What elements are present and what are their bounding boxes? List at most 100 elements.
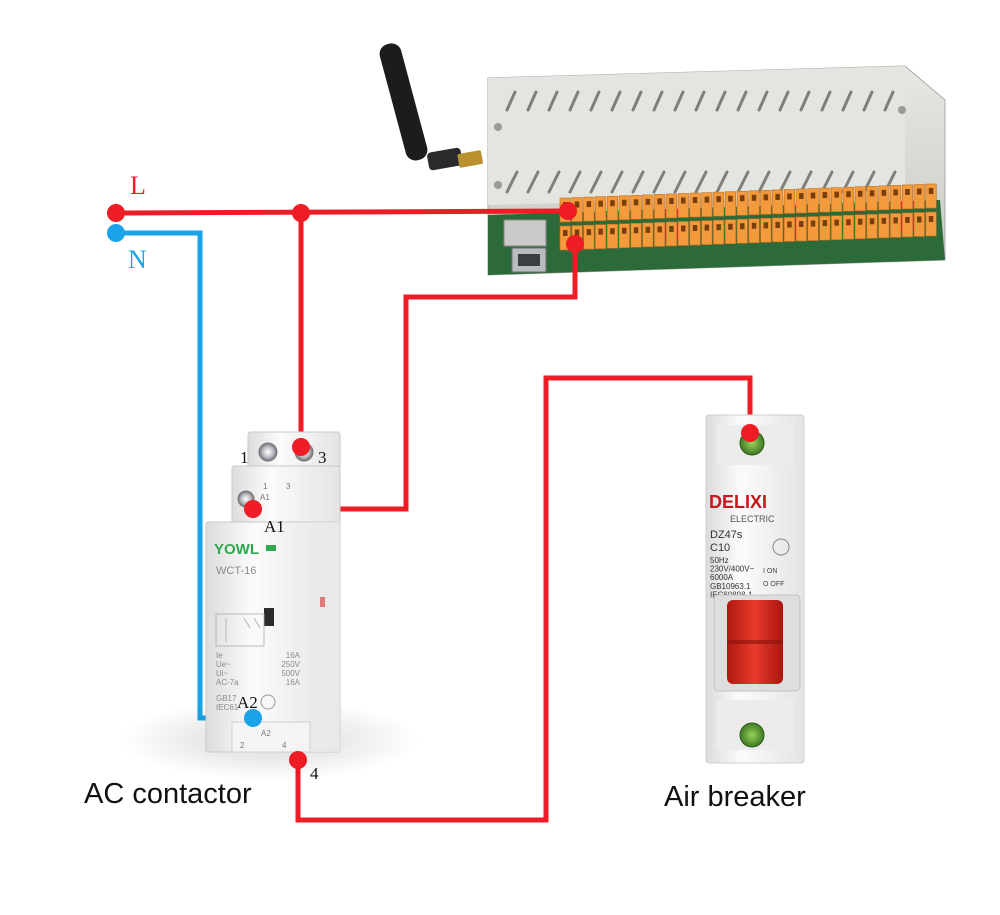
terminal-slot xyxy=(633,199,639,206)
terminal-slot xyxy=(869,218,875,225)
vent-slot xyxy=(715,90,727,112)
terminal-slot xyxy=(669,197,674,204)
terminal-slot xyxy=(716,224,721,231)
vent-slot xyxy=(652,90,664,112)
mark-bottom-4: 4 xyxy=(282,741,287,750)
relay-terminal xyxy=(595,196,607,221)
standard-iec: IEC61 xyxy=(216,703,239,712)
connection-dots xyxy=(107,202,759,769)
terminal-slot xyxy=(881,217,887,224)
vent-slot xyxy=(694,90,706,112)
vent-slot xyxy=(778,90,790,112)
relay-terminal xyxy=(689,192,701,218)
vent-slot xyxy=(610,170,624,194)
label-neutral: N xyxy=(128,245,147,274)
terminal-slot xyxy=(917,216,922,223)
vent-slot xyxy=(883,90,895,112)
load-wire-to-breaker xyxy=(295,375,753,823)
relay-terminal xyxy=(925,211,937,237)
label-a1: A1 xyxy=(264,517,285,536)
indicator-window xyxy=(264,608,274,626)
vent-slot xyxy=(568,170,582,194)
terminal-slot xyxy=(692,225,698,232)
terminal-slot xyxy=(728,195,733,202)
terminal-slot xyxy=(822,220,828,227)
relay-terminal xyxy=(583,196,595,222)
vent-slot xyxy=(631,170,645,194)
terminal-slot xyxy=(586,201,592,208)
relay-terminal xyxy=(701,220,713,245)
ccc-mark-icon xyxy=(260,694,276,710)
relay-terminal xyxy=(772,189,784,215)
relay-terminal xyxy=(795,188,807,214)
terminal-slot xyxy=(858,218,863,225)
relay-terminal xyxy=(913,212,925,237)
terminal-slot xyxy=(645,198,651,205)
terminal-slot xyxy=(622,227,627,234)
terminal-slot xyxy=(645,226,651,233)
mark-top-3: 3 xyxy=(286,482,291,491)
terminal-slot xyxy=(869,190,875,197)
relay-terminal xyxy=(760,218,772,243)
relay-terminal xyxy=(606,195,619,221)
spec-key: Ue~ xyxy=(216,660,231,669)
terminal-slot xyxy=(716,196,721,203)
terminal-slot xyxy=(610,228,615,235)
vent-slot xyxy=(505,90,517,112)
breaker-input-dot xyxy=(741,424,759,442)
vent-slot xyxy=(757,90,769,112)
vent-slot xyxy=(820,90,832,112)
label-a2: A2 xyxy=(237,693,258,712)
spec-value: 16A xyxy=(286,651,301,660)
relay-terminal xyxy=(783,189,796,214)
controller-relay-dot xyxy=(566,235,584,253)
relay-terminal xyxy=(807,188,819,213)
breaker-spec-line: GB10963.1 xyxy=(710,582,751,591)
vent-slot xyxy=(610,90,622,112)
neutral-terminal-dot xyxy=(107,224,125,242)
breaker-spec-line: 50Hz xyxy=(710,556,729,565)
vent-slot xyxy=(862,90,874,112)
terminal-slot xyxy=(740,223,745,230)
label-live: L xyxy=(130,171,146,200)
mark-a1: A1 xyxy=(260,493,270,502)
relay-terminal xyxy=(842,186,855,212)
terminal-slot xyxy=(928,188,934,195)
spec-value: 16A xyxy=(286,678,301,687)
vent-slot xyxy=(715,170,729,194)
ccc-mark-icon xyxy=(772,538,790,556)
relay-terminal xyxy=(901,212,914,238)
terminal-slot xyxy=(917,188,922,195)
terminal-slot xyxy=(834,219,839,226)
terminal-slot xyxy=(858,190,863,197)
relay-terminal xyxy=(606,223,619,249)
spec-key: Ie xyxy=(216,651,223,660)
relay-terminal xyxy=(878,213,890,239)
relay-terminal xyxy=(713,191,725,217)
relay-terminal xyxy=(724,219,737,244)
relay-terminal xyxy=(595,224,607,249)
vent-slot xyxy=(694,170,708,194)
relay-terminal xyxy=(760,190,772,215)
vent-slot xyxy=(778,170,792,194)
breaker-rating: C10 xyxy=(710,542,730,554)
relay-output-wire-to-a1 xyxy=(253,244,578,512)
relay-terminal xyxy=(772,217,784,243)
relay-terminal xyxy=(890,213,902,238)
label-air-breaker: Air breaker xyxy=(664,781,806,813)
terminal-slot xyxy=(622,199,627,206)
air-breaker: DELIXI ELECTRIC DZ47s C10 50Hz230V/400V~… xyxy=(705,414,805,764)
vent-slot xyxy=(589,170,603,194)
relay-terminal xyxy=(724,191,737,216)
terminal-slot xyxy=(810,220,816,227)
contactor-model: WCT-16 xyxy=(216,565,256,577)
off-label: O OFF xyxy=(763,581,784,588)
relay-terminal xyxy=(854,186,866,212)
relay-terminal xyxy=(819,215,831,241)
breaker-spec-line: 230V/400V~ xyxy=(710,565,755,574)
terminal-slot xyxy=(751,194,757,201)
vent-slot xyxy=(568,90,580,112)
spec-value: 500V xyxy=(281,669,300,678)
